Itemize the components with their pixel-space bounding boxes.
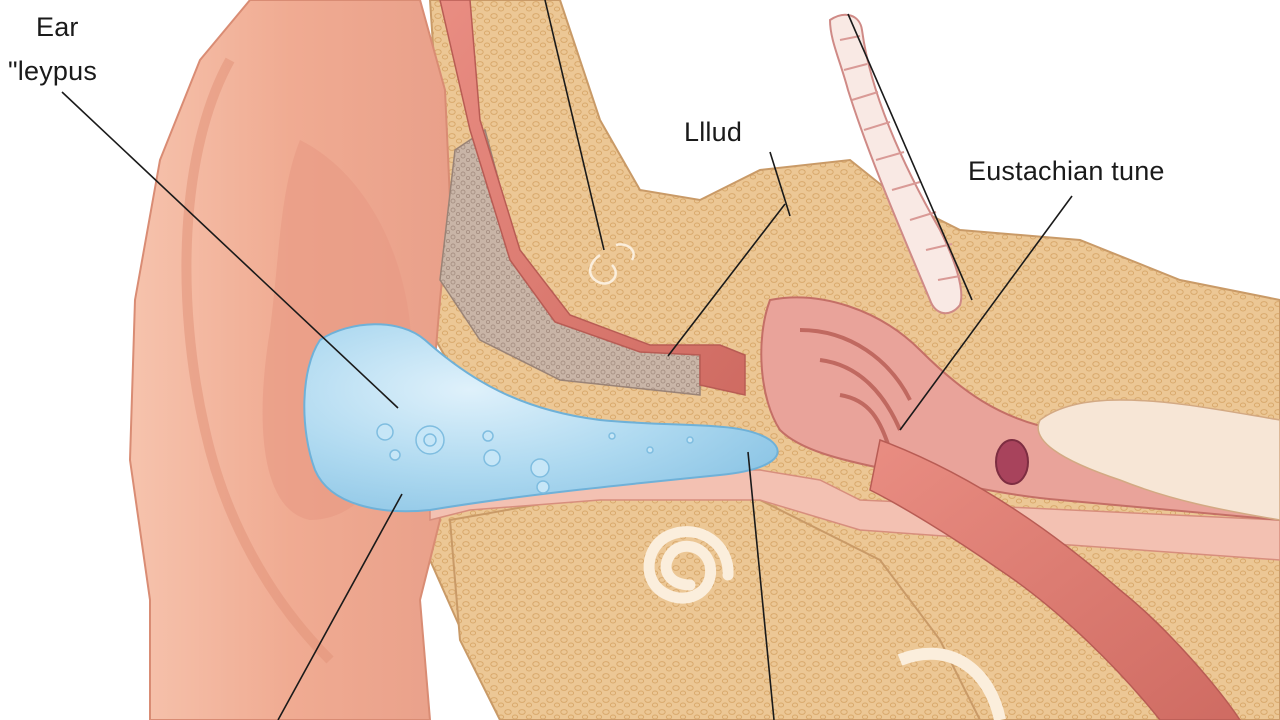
leader-line-bottom-center — [747, 451, 775, 720]
middle-ear-folds — [799, 328, 912, 451]
leader-line-tympanus — [61, 91, 399, 409]
leader-line-eustachian — [899, 195, 1073, 431]
lower-semicircle — [897, 647, 1006, 720]
leader-lines — [61, 0, 1073, 720]
leader-line-bottom-left — [277, 493, 403, 720]
nerve-bundle — [995, 439, 1029, 485]
pinna-fold — [181, 57, 334, 664]
upper-spiral-mark — [589, 243, 635, 285]
label-tympanus: "leypus — [8, 56, 98, 86]
fluid-bubbles — [376, 423, 694, 494]
label-ear: Ear — [36, 12, 79, 42]
cochlea-spiral — [643, 526, 734, 604]
muscle-band — [828, 13, 963, 315]
muscle-stripes — [839, 35, 961, 281]
label-eustachian-tube: Eustachian tune — [968, 156, 1165, 186]
ear-canal-fluid — [303, 323, 779, 513]
leader-line-fluid — [769, 151, 791, 217]
canal-lining-upper — [439, 0, 746, 396]
leader-line-top — [544, 0, 605, 251]
leader-line-top-right — [847, 13, 973, 301]
leader-line-fluid-lower — [667, 203, 786, 357]
label-fluid: Lllud — [684, 117, 743, 147]
right-bone-lobe — [1037, 399, 1280, 521]
